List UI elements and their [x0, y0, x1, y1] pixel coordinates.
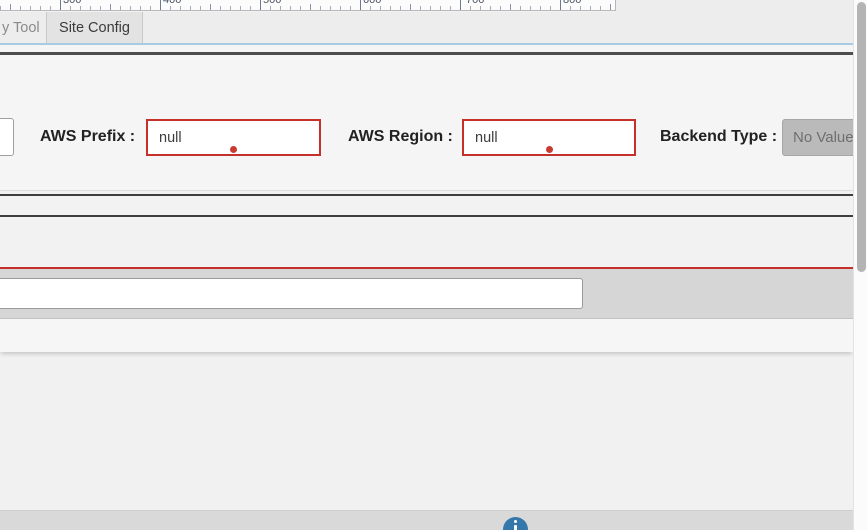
status-bar: [0, 511, 867, 530]
backend-type-value: No Value: [793, 129, 854, 146]
tab-site-config[interactable]: Site Config: [47, 12, 143, 43]
aws-region-label: AWS Region :: [348, 128, 453, 145]
aws-prefix-label: AWS Prefix :: [40, 128, 136, 145]
topbar-filler: [616, 0, 853, 12]
section-divider: [0, 215, 853, 217]
toolbar-strip: [0, 319, 853, 352]
ruler-tick-label: 300: [63, 0, 82, 6]
aws-prefix-error-dot: [230, 146, 237, 153]
scrollbar-thumb[interactable]: [857, 2, 866, 272]
ruler-tick-label: 500: [263, 0, 282, 6]
filter-input[interactable]: [0, 278, 583, 309]
tab-site-config-label: Site Config: [59, 19, 130, 36]
section-divider: [0, 194, 853, 196]
subsection-rule: [0, 190, 853, 191]
config-section-background: [0, 45, 853, 190]
tab-tool-label: y Tool: [2, 19, 40, 36]
ruler-tick-label: 700: [466, 0, 485, 6]
collapsed-section-row: [0, 196, 853, 267]
vertical-scrollbar: [853, 0, 867, 530]
pixel-ruler: 300 400 500 600 700 800: [0, 0, 616, 11]
error-section-top-border: [0, 267, 853, 269]
info-icon: [514, 520, 517, 523]
active-tab-accent-line: [0, 43, 853, 45]
tab-tool[interactable]: y Tool: [0, 12, 47, 43]
tab-bar: y Tool Site Config: [0, 12, 853, 43]
section-divider-top: [0, 52, 853, 55]
clipped-left-input[interactable]: [0, 118, 14, 156]
aws-region-error-dot: [546, 146, 553, 153]
ruler-tick-label: 400: [163, 0, 182, 6]
backend-type-select[interactable]: No Value: [782, 119, 858, 156]
statusbar-top-border: [0, 510, 867, 511]
floating-info-button[interactable]: [503, 517, 528, 530]
ruler-tick-label: 600: [363, 0, 382, 6]
ruler-tick-label: 800: [563, 0, 582, 6]
info-icon: [514, 525, 517, 530]
backend-type-label: Backend Type :: [660, 128, 778, 145]
